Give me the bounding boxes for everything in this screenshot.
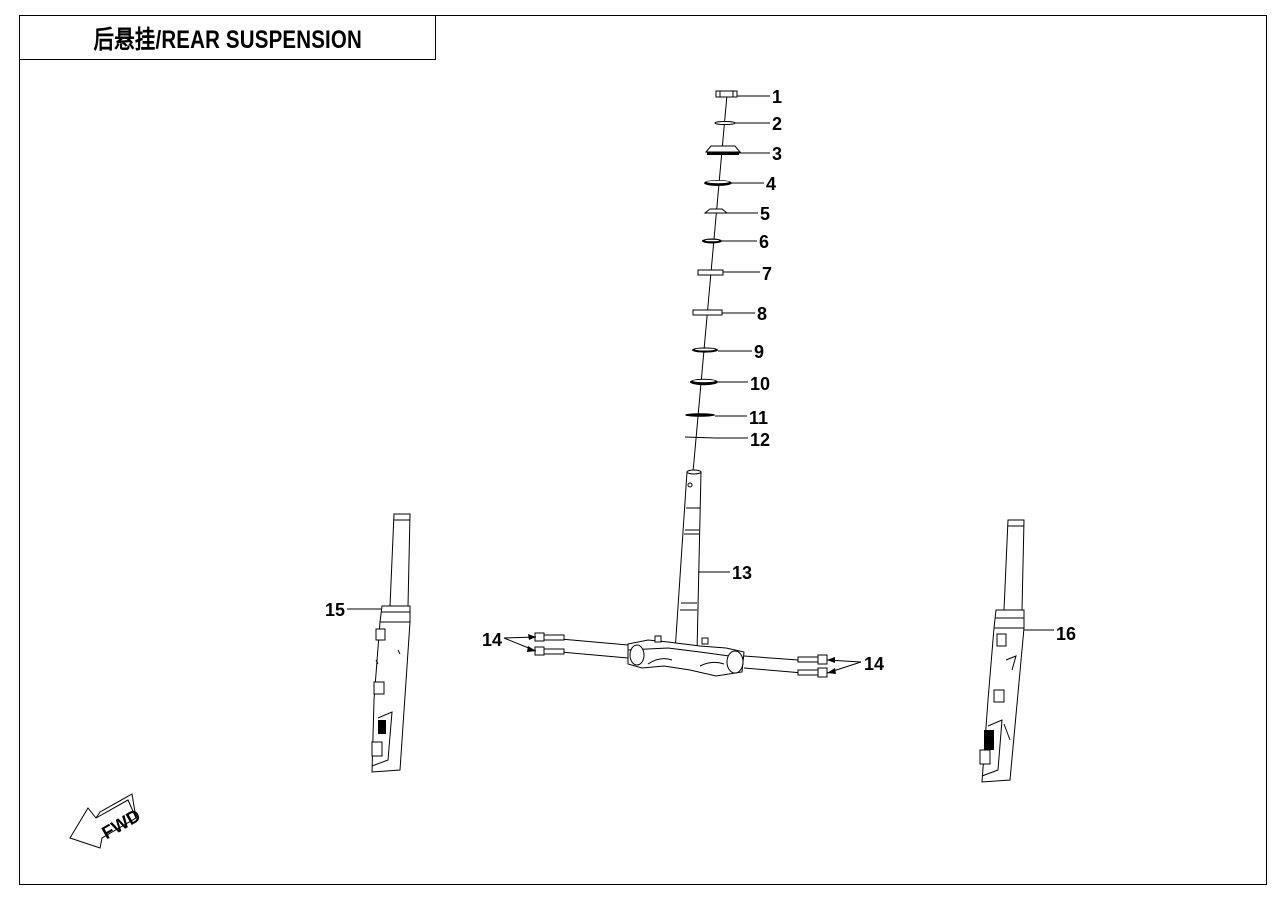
part-14-bolts-left[interactable]	[534, 632, 629, 659]
part-4-bearing[interactable]	[704, 180, 732, 186]
callout-11: 11	[749, 408, 768, 428]
callout-13: 13	[732, 563, 752, 583]
callout-12: 12	[750, 430, 770, 450]
leader-arrowheads	[527, 634, 836, 674]
part-3-cap[interactable]	[704, 145, 742, 155]
part-14-bolts-right[interactable]	[743, 654, 828, 678]
callout-9: 9	[754, 342, 764, 362]
callout-14-right: 14	[864, 654, 884, 674]
part-10-bearing-race[interactable]	[690, 378, 718, 386]
part-7-seal[interactable]	[697, 269, 724, 276]
part-13-steering-stem[interactable]	[627, 469, 745, 677]
part-15-left-fork-leg[interactable]	[371, 513, 411, 773]
callout-16: 16	[1056, 624, 1076, 644]
callout-8: 8	[757, 304, 767, 324]
part-2-washer[interactable]	[714, 121, 736, 125]
callout-10: 10	[750, 374, 770, 394]
part-8-dust-cover[interactable]	[692, 309, 723, 316]
part-16-right-fork-leg[interactable]	[979, 519, 1025, 783]
callout-7: 7	[762, 264, 772, 284]
drawing-frame	[19, 15, 1267, 885]
fwd-arrow-icon: FWD	[69, 793, 144, 849]
callout-3: 3	[772, 144, 782, 164]
callout-6: 6	[759, 232, 769, 252]
assembly-axis-line	[692, 94, 728, 473]
part-1-nut[interactable]	[715, 90, 738, 98]
callout-15: 15	[325, 600, 345, 620]
part-11-o-ring[interactable]	[685, 413, 715, 417]
page-title: 后悬挂/REAR SUSPENSION	[93, 25, 362, 54]
title-box: 后悬挂/REAR SUSPENSION	[19, 15, 436, 60]
callout-2: 2	[772, 114, 782, 134]
callout-labels: 1 2 3 4 5 6 7 8 9 10 11 12 13 14 14 15 1…	[325, 87, 1076, 674]
part-9-bearing[interactable]	[692, 347, 718, 353]
part-5-cone[interactable]	[703, 208, 729, 214]
callout-5: 5	[760, 204, 770, 224]
callout-14-left: 14	[482, 630, 502, 650]
leader-lines	[347, 95, 1054, 674]
callout-4: 4	[766, 174, 776, 194]
callout-1: 1	[772, 87, 782, 107]
part-12-shim[interactable]	[684, 436, 716, 439]
part-6-ball-cage[interactable]	[702, 238, 722, 244]
